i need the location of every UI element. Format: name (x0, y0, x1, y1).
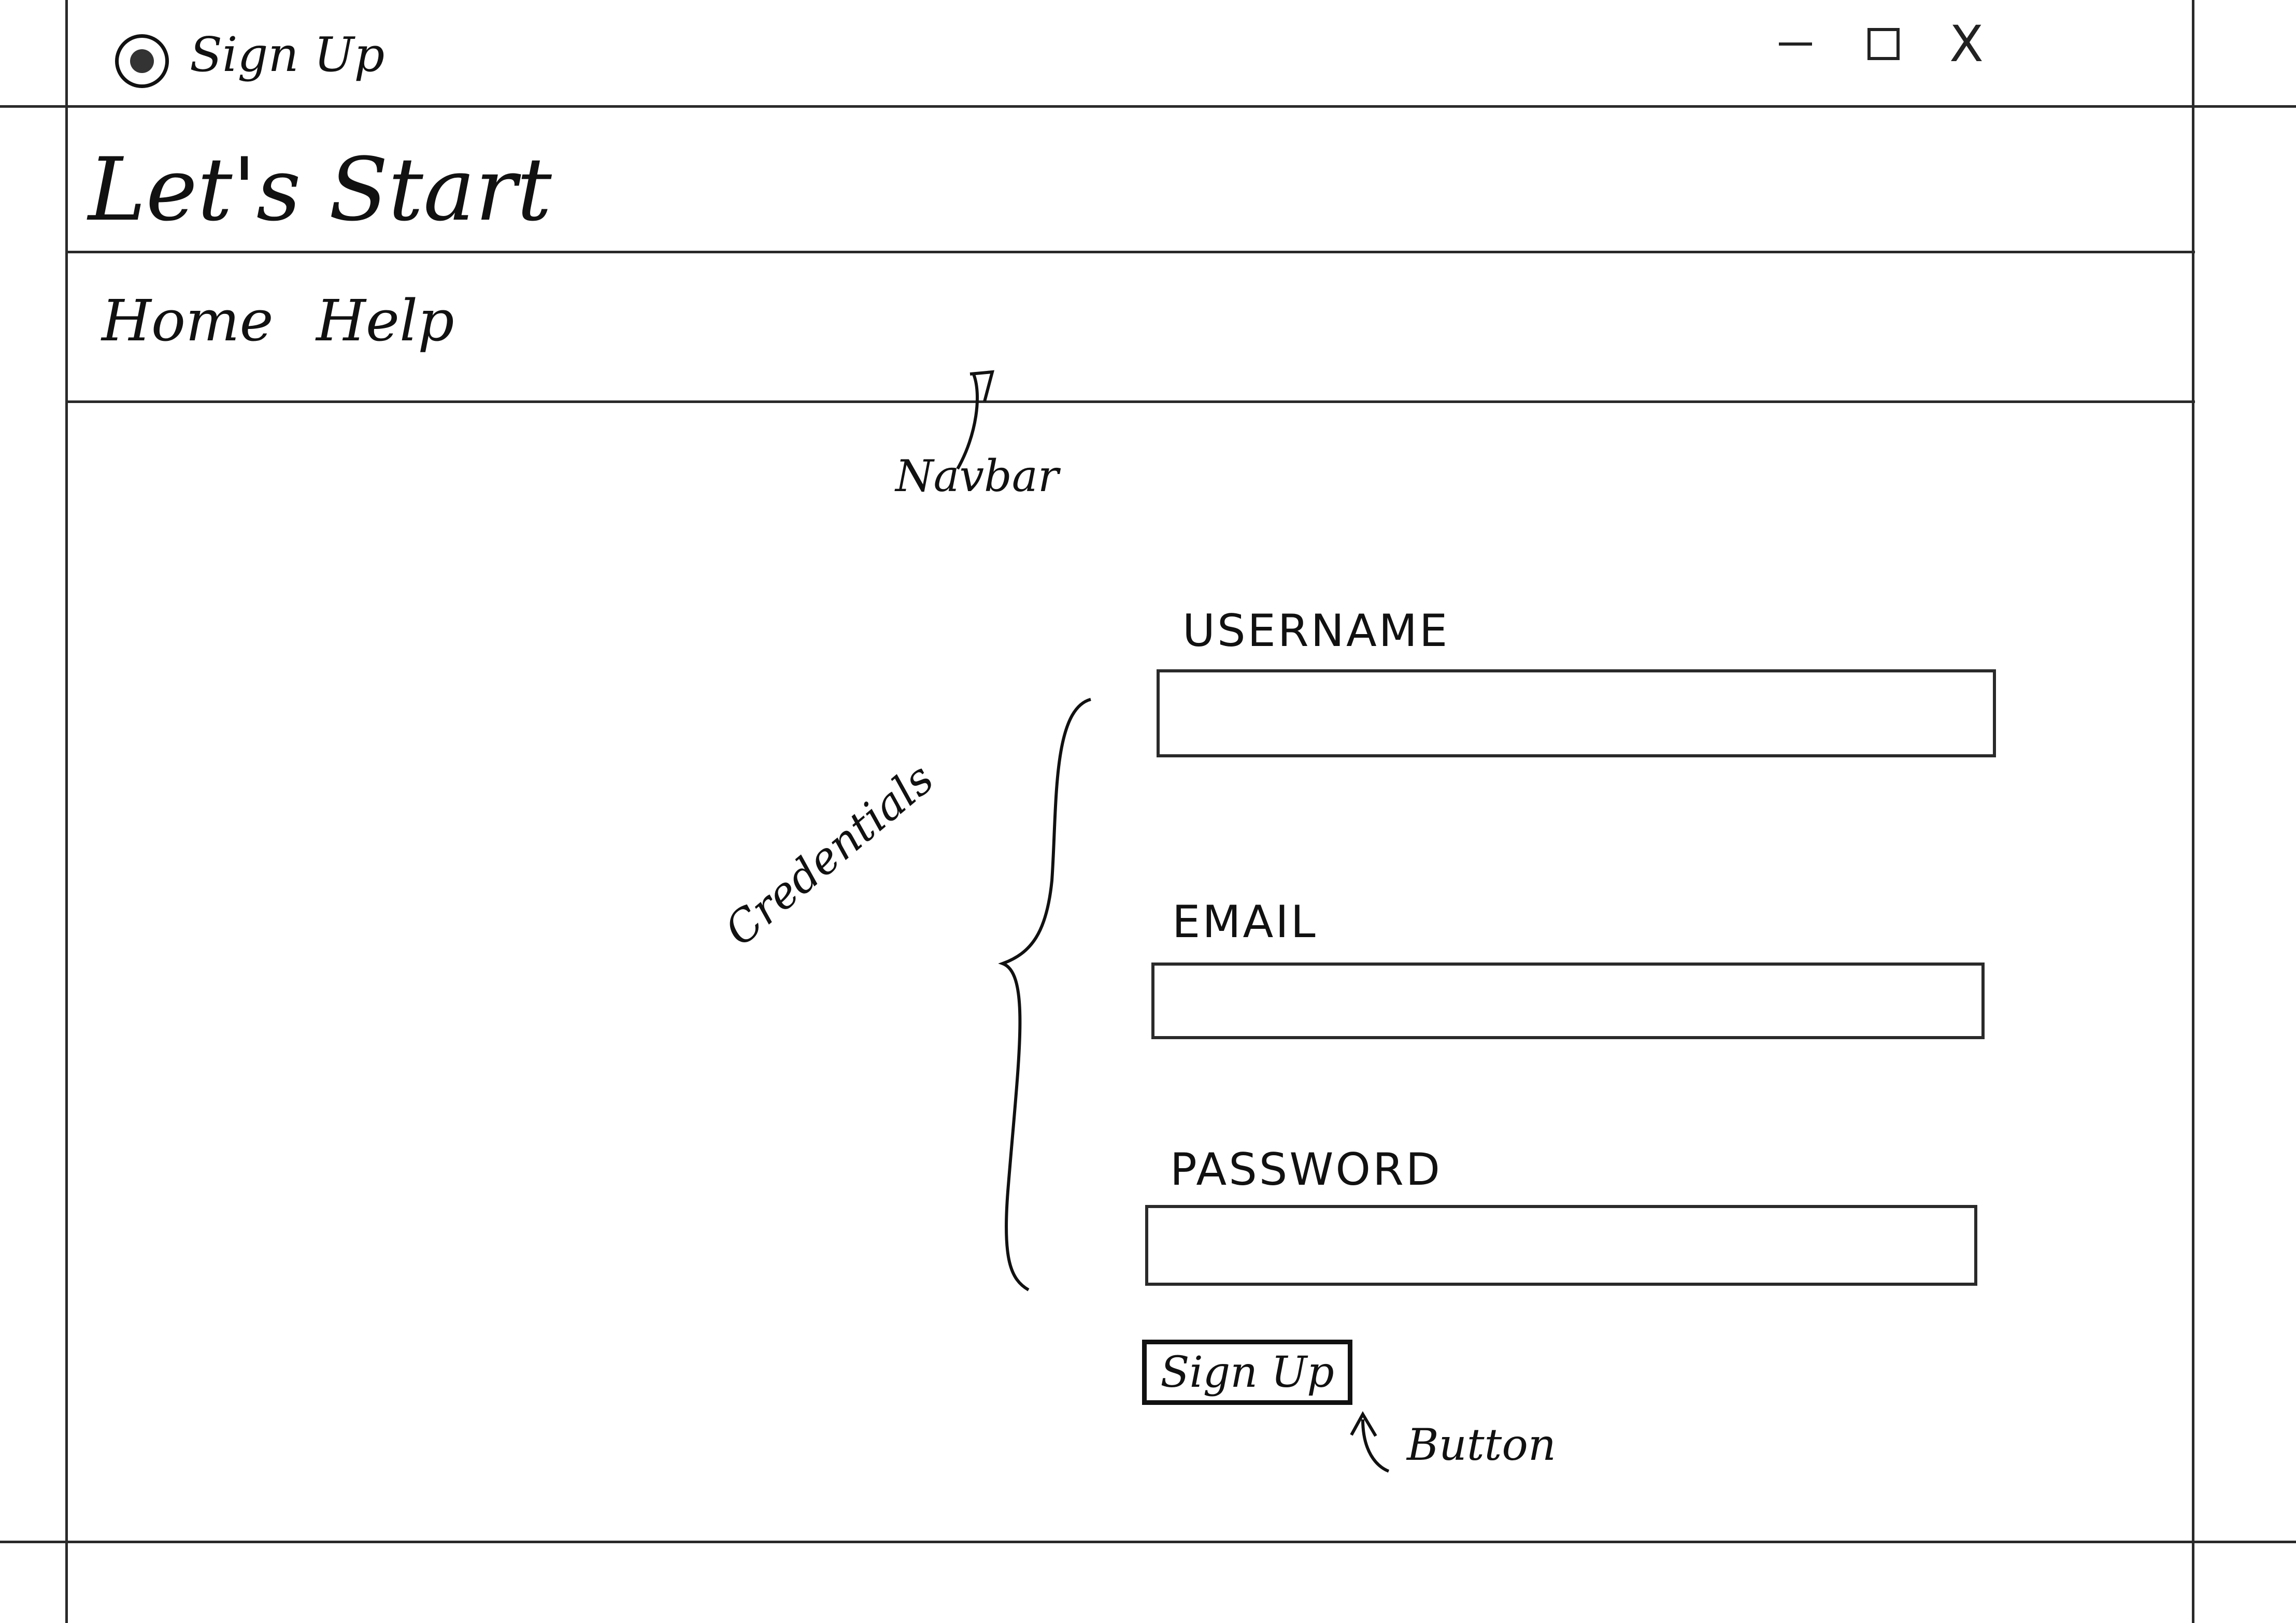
sign-up-button[interactable]: Sign Up (1142, 1340, 1352, 1405)
close-button[interactable]: X (1938, 15, 1995, 73)
window-left-border (65, 0, 68, 1623)
window-right-border (2192, 0, 2194, 1623)
navbar-arrow (956, 372, 979, 470)
credentials-brace (998, 698, 1091, 1291)
maximize-icon (1867, 28, 1900, 60)
window-title: Sign Up (190, 27, 385, 82)
annotation-button: Button (1407, 1419, 1557, 1470)
minimize-icon (1779, 42, 1812, 46)
header-divider (65, 251, 2195, 253)
footer-divider (0, 1541, 2296, 1543)
password-label: PASSWORD (1170, 1144, 1443, 1196)
page-title: Let's Start (88, 139, 552, 240)
titlebar-divider (0, 105, 2296, 108)
password-input[interactable] (1145, 1205, 1977, 1286)
button-arrow (1361, 1419, 1390, 1473)
username-label: USERNAME (1182, 605, 1450, 657)
nav-item-help[interactable]: Help (316, 288, 454, 354)
email-label: EMAIL (1172, 896, 1318, 948)
nav-item-home[interactable]: Home (102, 288, 274, 354)
annotation-navbar: Navbar (895, 451, 1059, 501)
email-input[interactable] (1151, 963, 1985, 1039)
close-icon: X (1949, 15, 1984, 73)
maximize-button[interactable] (1855, 16, 1912, 73)
minimize-button[interactable] (1767, 16, 1824, 73)
username-input[interactable] (1157, 669, 1996, 757)
navbar-divider (65, 400, 2195, 403)
button-arrow-head (1350, 1411, 1377, 1437)
navbar-arrow-head (969, 370, 994, 402)
app-logo-icon (115, 34, 169, 88)
